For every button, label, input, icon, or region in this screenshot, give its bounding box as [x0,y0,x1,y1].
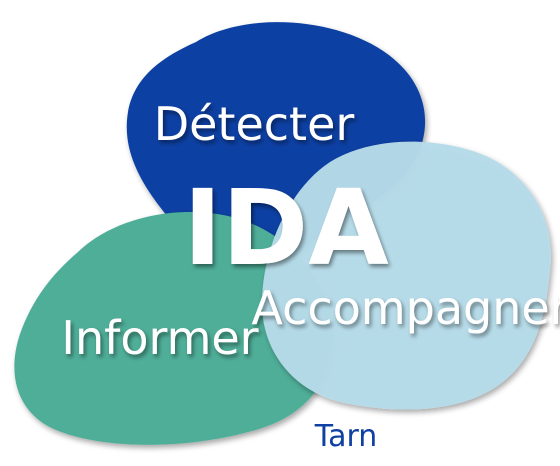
footer-label: Tarn [314,419,378,454]
inform-label: Informer [61,311,258,365]
detect-label: Détecter [154,97,355,151]
inform-blob [14,211,333,445]
support-blob [262,141,551,410]
center-title: IDA [183,167,389,289]
support-label: Accompagner [251,281,560,335]
